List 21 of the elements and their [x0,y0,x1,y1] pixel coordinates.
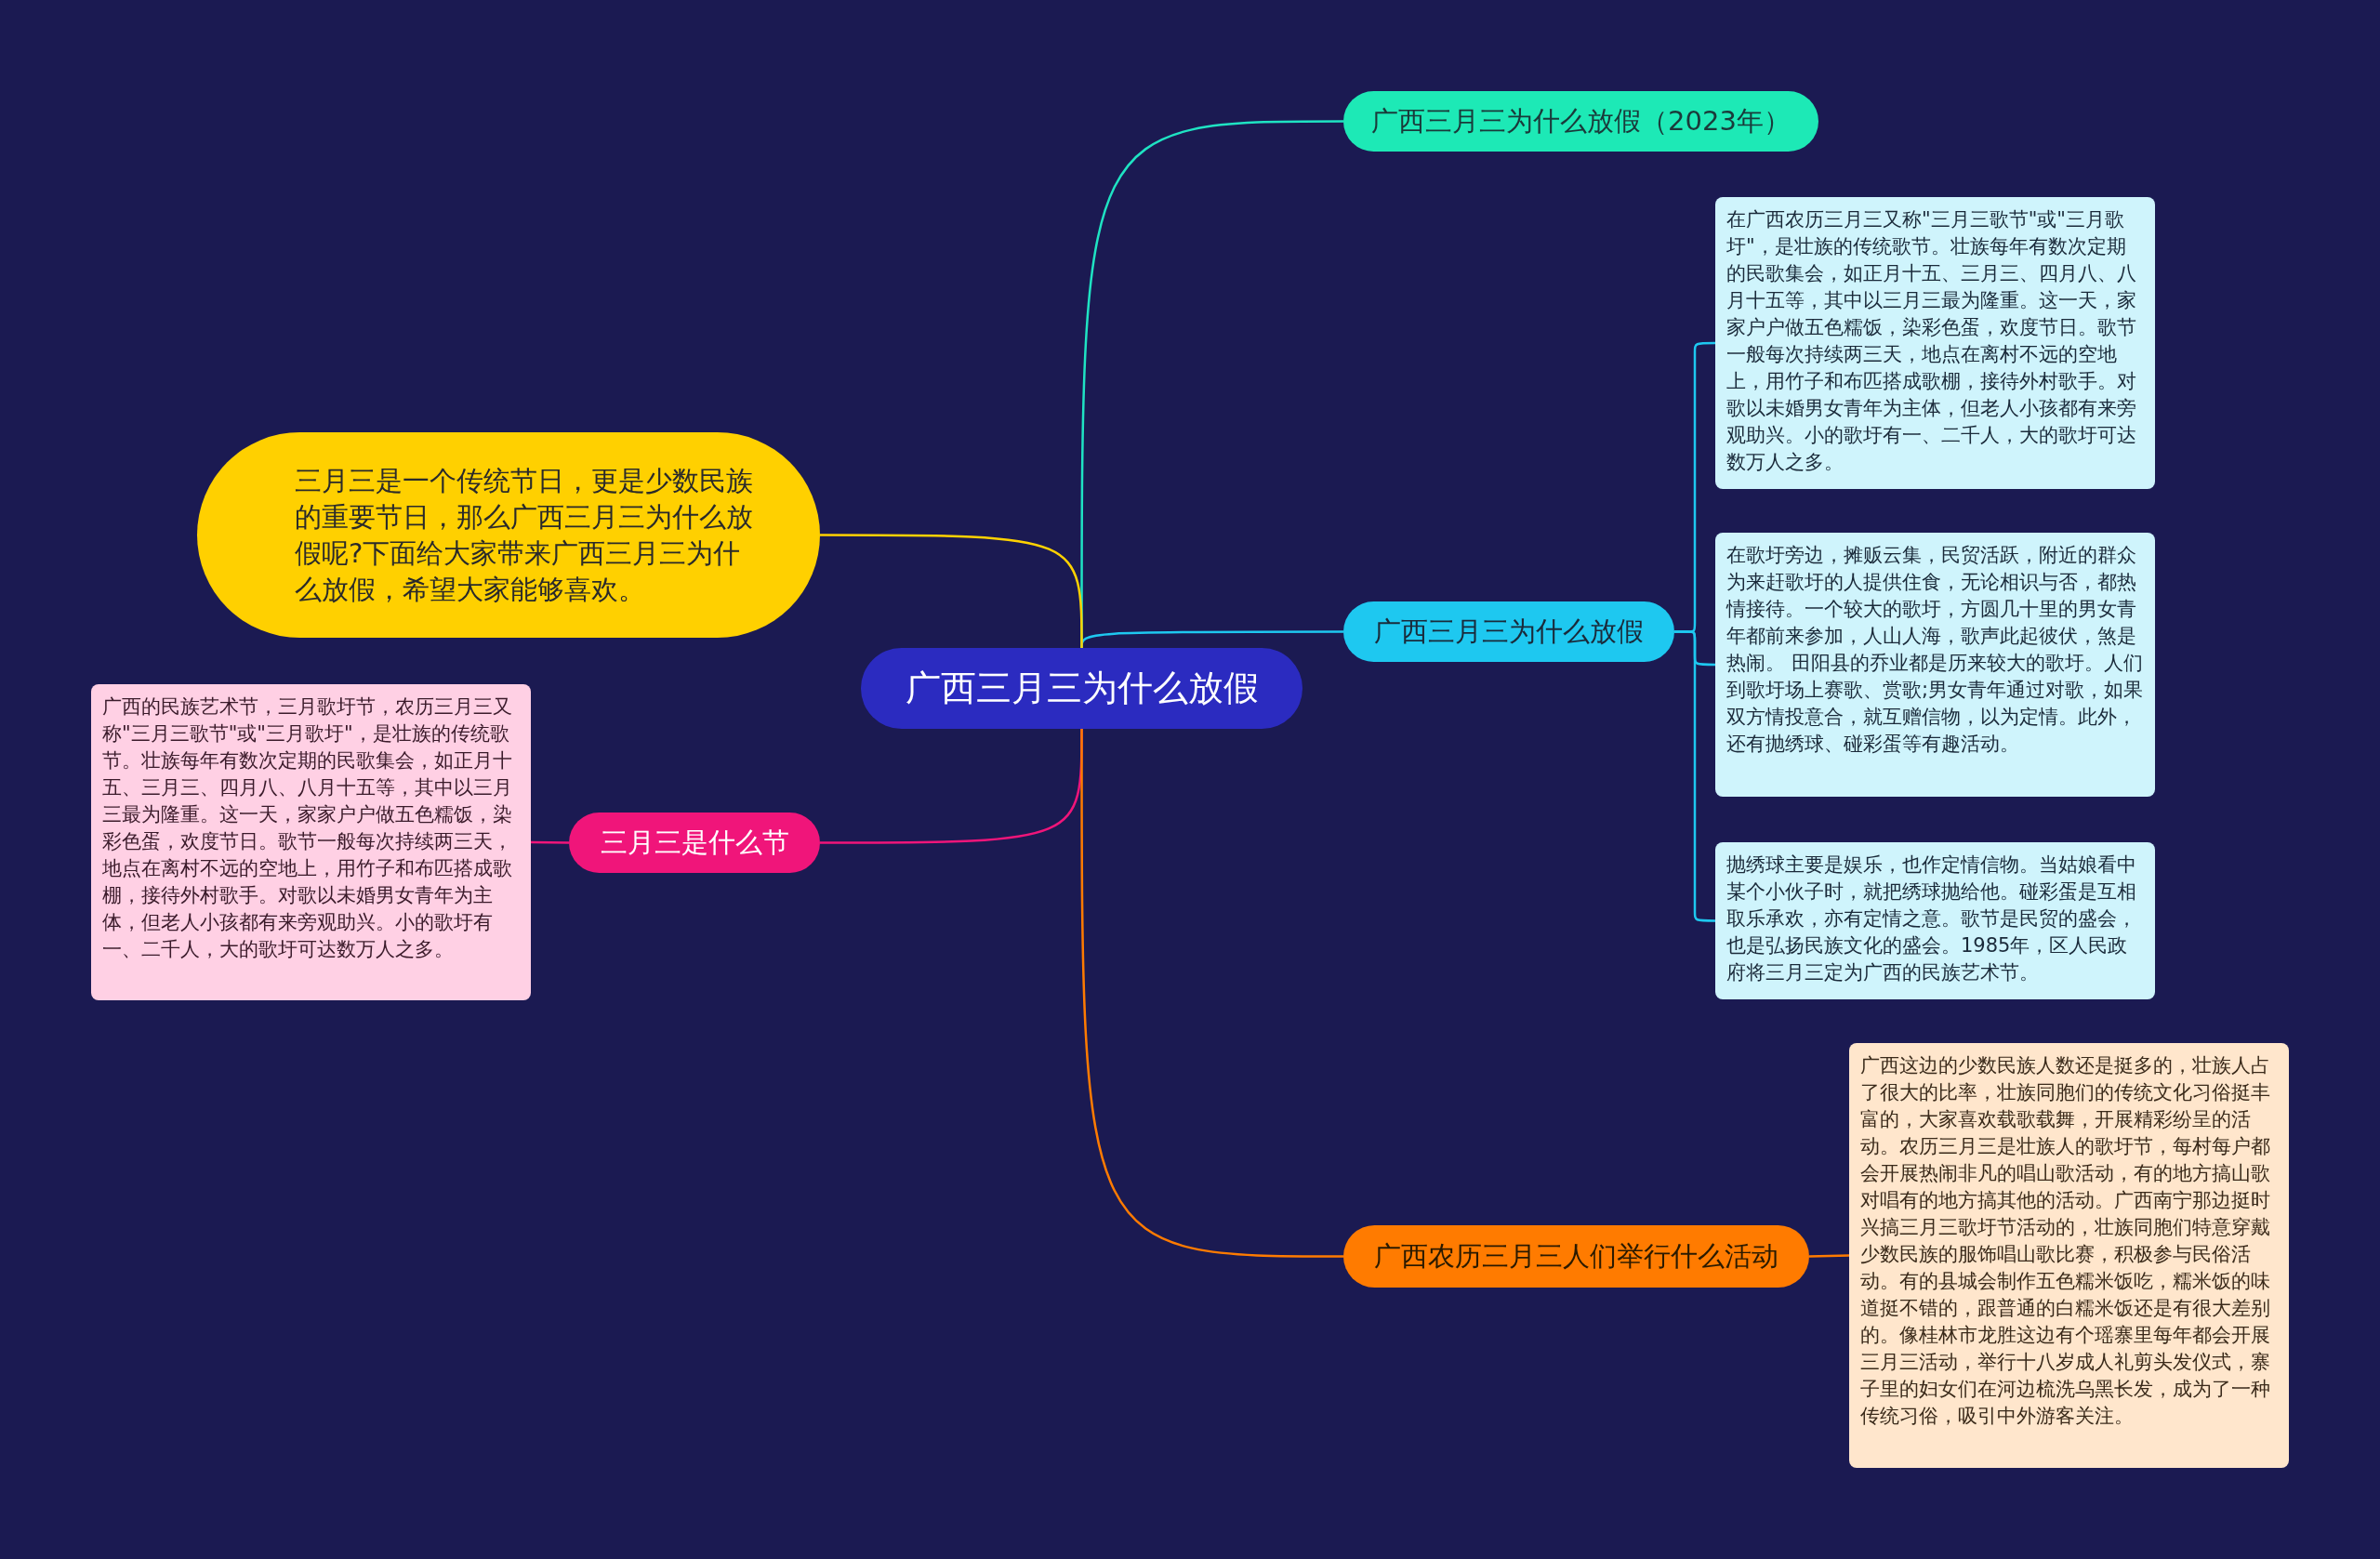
connector [820,534,1083,648]
detail-card [1715,842,2155,999]
node-text: 在歌圩旁边，摊贩云集，民贸活跃，附近的群众为来赶歌圩的人提供住食，无论相识与否，都热情接待。一个较大的歌圩，方圆几十里的男女青年都前来参加，人山人海，歌声此起彼伏，煞是热闹。 田阳县的乔业都是历来较大的歌圩。人们到歌圩场上赛歌、赏歌;男女青年通过对歌，如果双方情投意合，就互赠信物，以为定情。此外，还有抛绣球、碰彩蛋等有趣活动。 [1726,544,2144,755]
node-text: 广西这边的少数民族人数还是挺多的，壮族人占了很大的比率，壮族同胞们的传统文化习俗挺丰富的，大家喜欢载歌载舞，开展精彩纷呈的活动。农历三月三是壮族人的歌圩节，每村每户都会开展热闹非凡的唱山歌活动，有的地方搞山歌对唱有的地方搞其他的活动。广西南宁那边挺时兴搞三月三歌圩节活动的，壮族同胞们特意穿戴少数民族的服饰唱山歌比赛，积极参与民俗活动。有的县城会制作五色糯米饭吃，糯米饭的味道挺不错的，跟普通的白糯米饭还是有很大差别的。像桂林市龙胜这边有个瑶寨里每年都会开展三月三活动，举行十八岁成人礼剪头发仪式，寨子里的妇女们在河边梳洗乌黑长发，成为了一种传统习俗，吸引中外游客关注。 [1860,1054,2270,1427]
node-text: 广西三月三为什么放假 [905,667,1259,710]
detail-card [91,684,531,1000]
connector [531,840,569,844]
node-text: 广西三月三为什么放假 [1374,614,1644,649]
detail-card [1715,533,2155,797]
connector [1808,1254,1850,1258]
detail-card [1715,197,2155,489]
node-text: 三月三是一个传统节日，更是少数民族的重要节日，那么广西三月三为什么放假呢?下面给大家带来广西三月三为什么放假，希望大家能够喜欢。 [295,463,754,607]
detail-card [1849,1043,2289,1468]
node-text: 广西农历三月三人们举行什么活动 [1374,1238,1778,1274]
node-text: 在广西农历三月三又称"三月三歌节"或"三月歌圩"，是壮族的传统歌节。壮族每年有数次定期的民歌集会，如正月十五、三月三、四月八、八月十五等，其中以三月三最为隆重。这一天，家家户户做五色糯饭，染彩色蛋，欢度节日。歌节一般每次持续两三天，地点在离村不远的空地上，用竹子和布匹搭成歌棚，接待外村歌手。对歌以未婚男女青年为主体，但老人小孩都有来旁观助兴。小的歌圩有一、二千人，大的歌圩可达数万人之多。 [1726,208,2136,473]
node-text: 三月三是什么节 [600,825,789,860]
node-text: 抛绣球主要是娱乐，也作定情信物。当姑娘看中某个小伙子时，就把绣球抛给他。碰彩蛋是互相取乐承欢，亦有定情之意。歌节是民贸的盛会，也是弘扬民族文化的盛会。1985年，区人民政府将三月三定为广西的民族艺术节。 [1726,853,2136,984]
connector [1674,630,1715,922]
node-text: 广西的民族艺术节，三月歌圩节，农历三月三又称"三月三歌节"或"三月歌圩"，是壮族的传统歌节。壮族每年有数次定期的民歌集会，如正月十五、三月三、四月八、八月十五等，其中以三月三最为隆重。这一天，家家户户做五色糯饭，染彩色蛋，欢度节日。歌节一般每次持续两三天，地点在离村不远的空地上，用竹子和布匹搭成歌棚，接待外村歌手。对歌以未婚男女青年为主体，但老人小孩都有来旁观助兴。小的歌圩有一、二千人，大的歌圩可达数万人之多。 [102,695,512,960]
node-text: 广西三月三为什么放假（2023年） [1371,103,1791,139]
connector [1080,729,1343,1258]
